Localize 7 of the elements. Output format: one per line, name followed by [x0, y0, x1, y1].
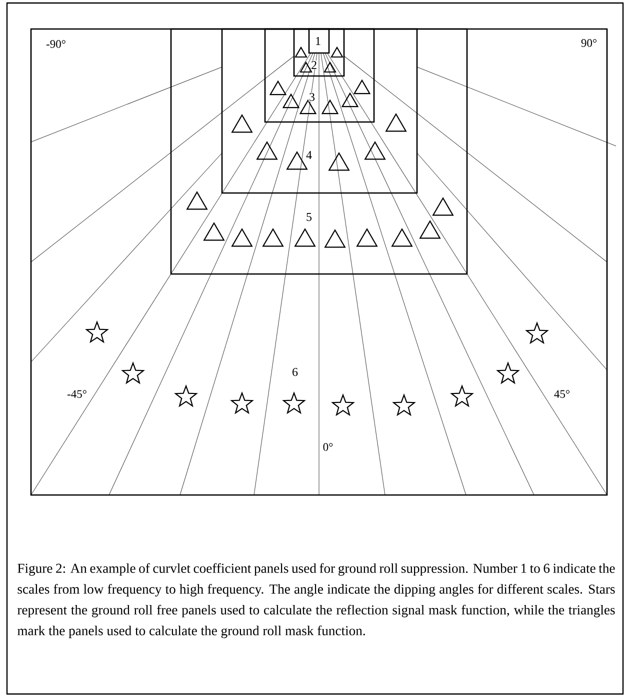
angle-label: -45°: [66, 390, 88, 398]
angle-label: 0°: [322, 442, 334, 452]
angle-label: -90°: [46, 40, 66, 48]
angle-label: 90°: [580, 38, 598, 48]
caption: Figure 2: An example of curvlet coefficient panels used for ground roll suppression. Number 1 to 6 indicate the scales from low frequency to high frequency. The angle indicate the dipping angles for different scales. Stars represent the ground roll free panels used to calculate the reflection signal mask function, while the triangles mark the panels used to calculate the ground roll mask function.: [17, 563, 615, 638]
scale-box: 1: [308, 28, 330, 54]
angle-label: 45°: [553, 390, 571, 398]
